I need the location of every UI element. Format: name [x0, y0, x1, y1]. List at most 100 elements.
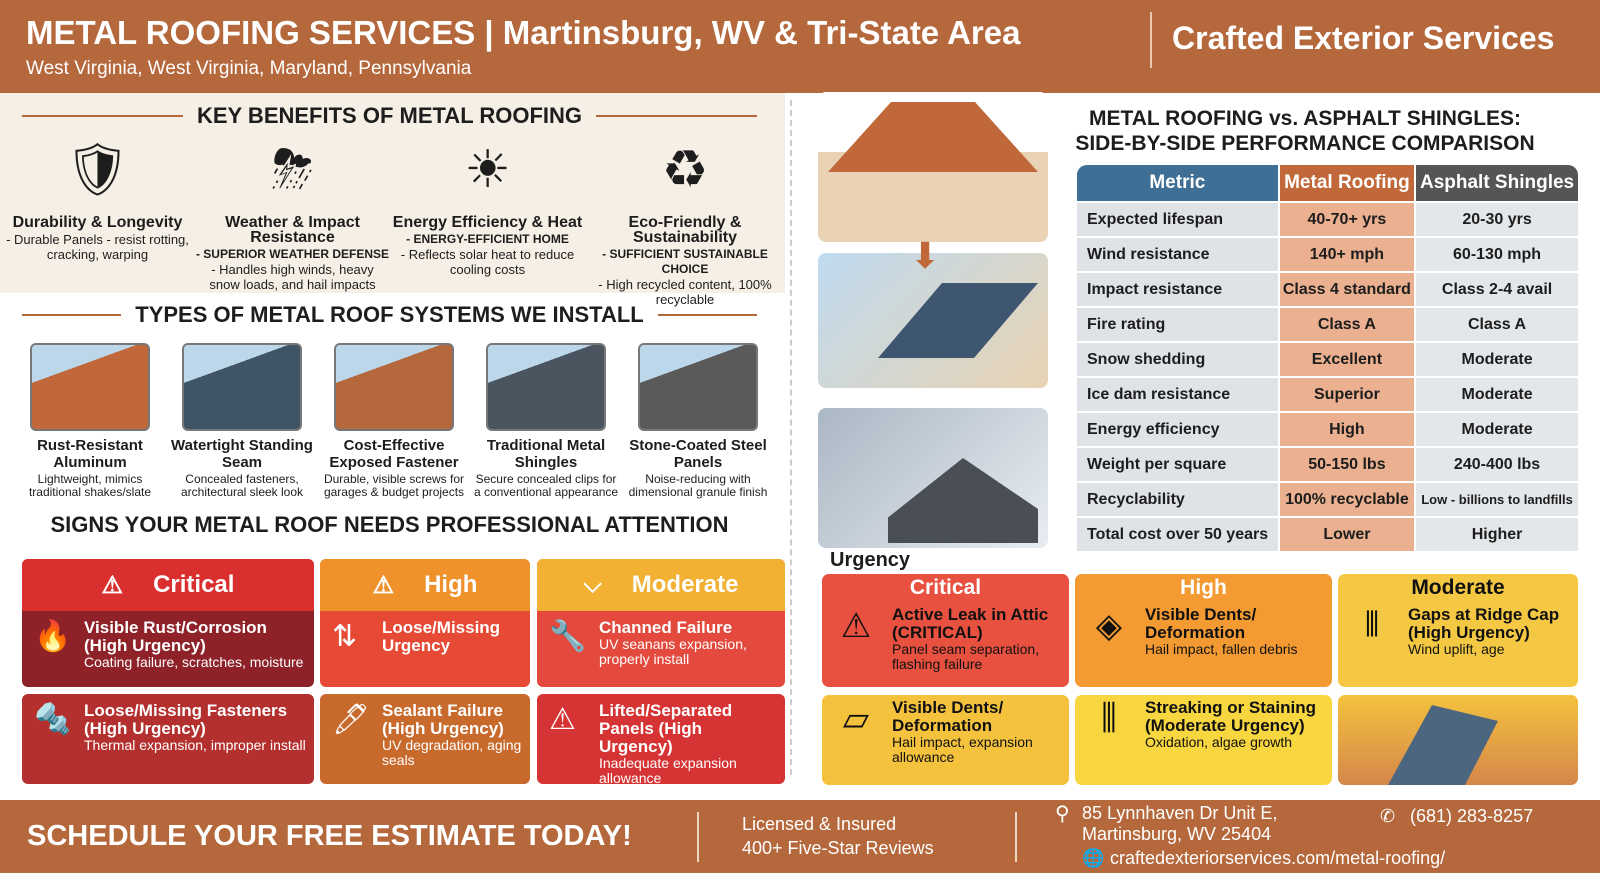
roof-type-title: Cost-Effective Exposed Fastener — [329, 437, 459, 471]
sign-description: UV degradation, aging seals — [382, 737, 522, 768]
metal-cell: High — [1279, 413, 1415, 446]
sign-title: Sealant Failure (High Urgency) — [382, 701, 504, 738]
sign-card-high: ⚠High⇅Loose/Missing Urgency — [320, 559, 530, 687]
benefit-description: - Handles high winds, heavy snow loads, … — [209, 262, 376, 292]
roof-type-image — [638, 343, 758, 431]
sign-card: 🔩Loose/Missing Fasteners (High Urgency)T… — [22, 694, 314, 784]
benefit-item: ♻Eco-Friendly & Sustainability- SUFFICIE… — [585, 135, 785, 307]
ridge-cap-icon: ⫴ — [1364, 606, 1380, 644]
asphalt-cell: Class A — [1416, 308, 1578, 341]
signs-heading: SIGNS YOUR METAL ROOF NEEDS PROFESSIONAL… — [22, 512, 757, 538]
metal-cell: Class 4 standard — [1279, 273, 1415, 306]
benefit-description: - High recycled content, 100% recyclable — [598, 277, 772, 307]
metric-cell: Fire rating — [1077, 308, 1278, 341]
comparison-title: METAL ROOFING vs. ASPHALT SHINGLES: SIDE… — [1075, 107, 1535, 155]
metric-cell: Energy efficiency — [1077, 413, 1278, 446]
sun-thermometer-icon: ☀ — [464, 141, 511, 199]
brand-name: Crafted Exterior Services — [1172, 20, 1555, 56]
benefit-subtitle: - ENERGY-EFFICIENT HOME — [406, 232, 569, 246]
benefit-item: ⛈Weather & Impact Resistance- SUPERIOR W… — [195, 135, 390, 292]
website-link[interactable]: craftedexteriorservices.com/metal-roofin… — [1110, 848, 1446, 868]
recycle-icon: ♻ — [661, 141, 709, 199]
asphalt-cell: Class 2-4 avail — [1416, 273, 1578, 306]
sign-card-critical: ⚠Critical🔥Visible Rust/Corrosion (High U… — [22, 559, 314, 687]
asphalt-cell: Moderate — [1416, 343, 1578, 376]
column-header-metal: Metal Roofing — [1279, 165, 1415, 201]
benefit-description: - Durable Panels - resist rotting, crack… — [6, 232, 189, 262]
roof-type-image — [30, 343, 150, 431]
metal-cell: 140+ mph — [1279, 238, 1415, 271]
sign-title: Loose/Missing Fasteners (High Urgency) — [84, 701, 288, 738]
streaks-icon: ⫼ — [1101, 699, 1117, 737]
urgency-description: Panel seam separation, flashing failure — [892, 641, 1040, 672]
licensed-text: Licensed & Insured — [742, 814, 897, 834]
urgency-description: Hail impact, expansion allowance — [892, 734, 1033, 765]
roof-type-description: Concealed fasteners, architectural sleek… — [180, 472, 304, 499]
benefit-item: ☀ Energy Efficiency & Heat- ENERGY-EFFICI… — [390, 135, 585, 277]
sign-description: Thermal expansion, improper install — [84, 737, 306, 753]
metal-cell: Superior — [1279, 378, 1415, 411]
sign-card: 🖊Sealant Failure (High Urgency)UV degrad… — [320, 694, 530, 784]
roof-type-image — [486, 343, 606, 431]
metal-cell: 50-150 lbs — [1279, 448, 1415, 481]
benefit-subtitle: - SUPERIOR WEATHER DEFENSE — [195, 247, 390, 261]
warning-icon: ⚠ — [549, 703, 576, 736]
house-illustration — [818, 92, 1048, 242]
benefit-title: Eco-Friendly & Sustainability — [628, 214, 742, 246]
benefit-title: Durability & Longevity — [12, 214, 183, 231]
globe-icon: 🌐 — [1082, 848, 1105, 868]
benefits-section — [0, 93, 785, 293]
types-heading: TYPES OF METAL ROOF SYSTEMS WE INSTALL — [22, 302, 757, 328]
column-header-metric: Metric — [1077, 165, 1278, 201]
urgency-level: Critical — [909, 576, 982, 599]
sign-title: Loose/Missing Urgency — [382, 618, 501, 655]
wind-roof-illustration — [818, 253, 1048, 388]
phone-link[interactable]: (681) 283-8257 — [1410, 806, 1534, 826]
sign-title: Lifted/Separated Panels (High Urgency) — [599, 701, 733, 756]
tool-icon: 🔧 — [549, 620, 587, 653]
metric-cell: Expected lifespan — [1077, 203, 1278, 236]
urgency-title: Visible Dents/ Deformation — [1145, 605, 1257, 642]
roof-type-description: Lightweight, mimics traditional shakes/s… — [28, 472, 152, 499]
metric-cell: Wind resistance — [1077, 238, 1278, 271]
section-divider — [790, 100, 792, 775]
metal-cell: 100% recyclable — [1279, 483, 1415, 516]
panel-dent-icon: ▱ — [842, 700, 870, 738]
urgency-level: High — [1180, 576, 1227, 599]
signs-title: SIGNS YOUR METAL ROOF NEEDS PROFESSIONAL… — [50, 512, 729, 537]
metal-cell: Class A — [1279, 308, 1415, 341]
urgency-title: Gaps at Ridge Cap (High Urgency) — [1408, 605, 1560, 642]
warning-icon: ⚠ — [101, 571, 124, 599]
urgency-card: Critical⚠Active Leak in Attic (CRITICAL)… — [822, 574, 1069, 687]
storm-roof-illustration — [818, 408, 1048, 548]
benefit-title: Weather & Impact Resistance — [225, 214, 360, 246]
urgency-description: Oxidation, algae growth — [1145, 734, 1293, 750]
urgency-title: Visible Dents/ Deformation — [892, 698, 1004, 735]
urgency-level: High — [424, 571, 478, 598]
metric-cell: Snow shedding — [1077, 343, 1278, 376]
urgency-level: Moderate — [631, 571, 739, 598]
page-subtitle: West Virginia, West Virginia, Maryland, … — [26, 58, 472, 79]
location-pin-icon: ⚲ — [1055, 803, 1070, 825]
metal-cell: Lower — [1279, 518, 1415, 551]
types-title: TYPES OF METAL ROOF SYSTEMS WE INSTALL — [135, 302, 644, 327]
benefit-title: Energy Efficiency & Heat — [392, 214, 583, 231]
reviews-text: 400+ Five-Star Reviews — [742, 838, 934, 858]
benefit-item: 🛡Durability & Longevity- Durable Panels … — [0, 135, 195, 262]
metric-cell: Impact resistance — [1077, 273, 1278, 306]
page-title: METAL ROOFING SERVICES | Martinsburg, WV… — [26, 14, 1021, 51]
benefits-title: KEY BENEFITS OF METAL ROOFING — [196, 103, 583, 128]
sign-card: ⚠Lifted/Separated Panels (High Urgency)I… — [537, 694, 785, 784]
asphalt-cell: Moderate — [1416, 413, 1578, 446]
